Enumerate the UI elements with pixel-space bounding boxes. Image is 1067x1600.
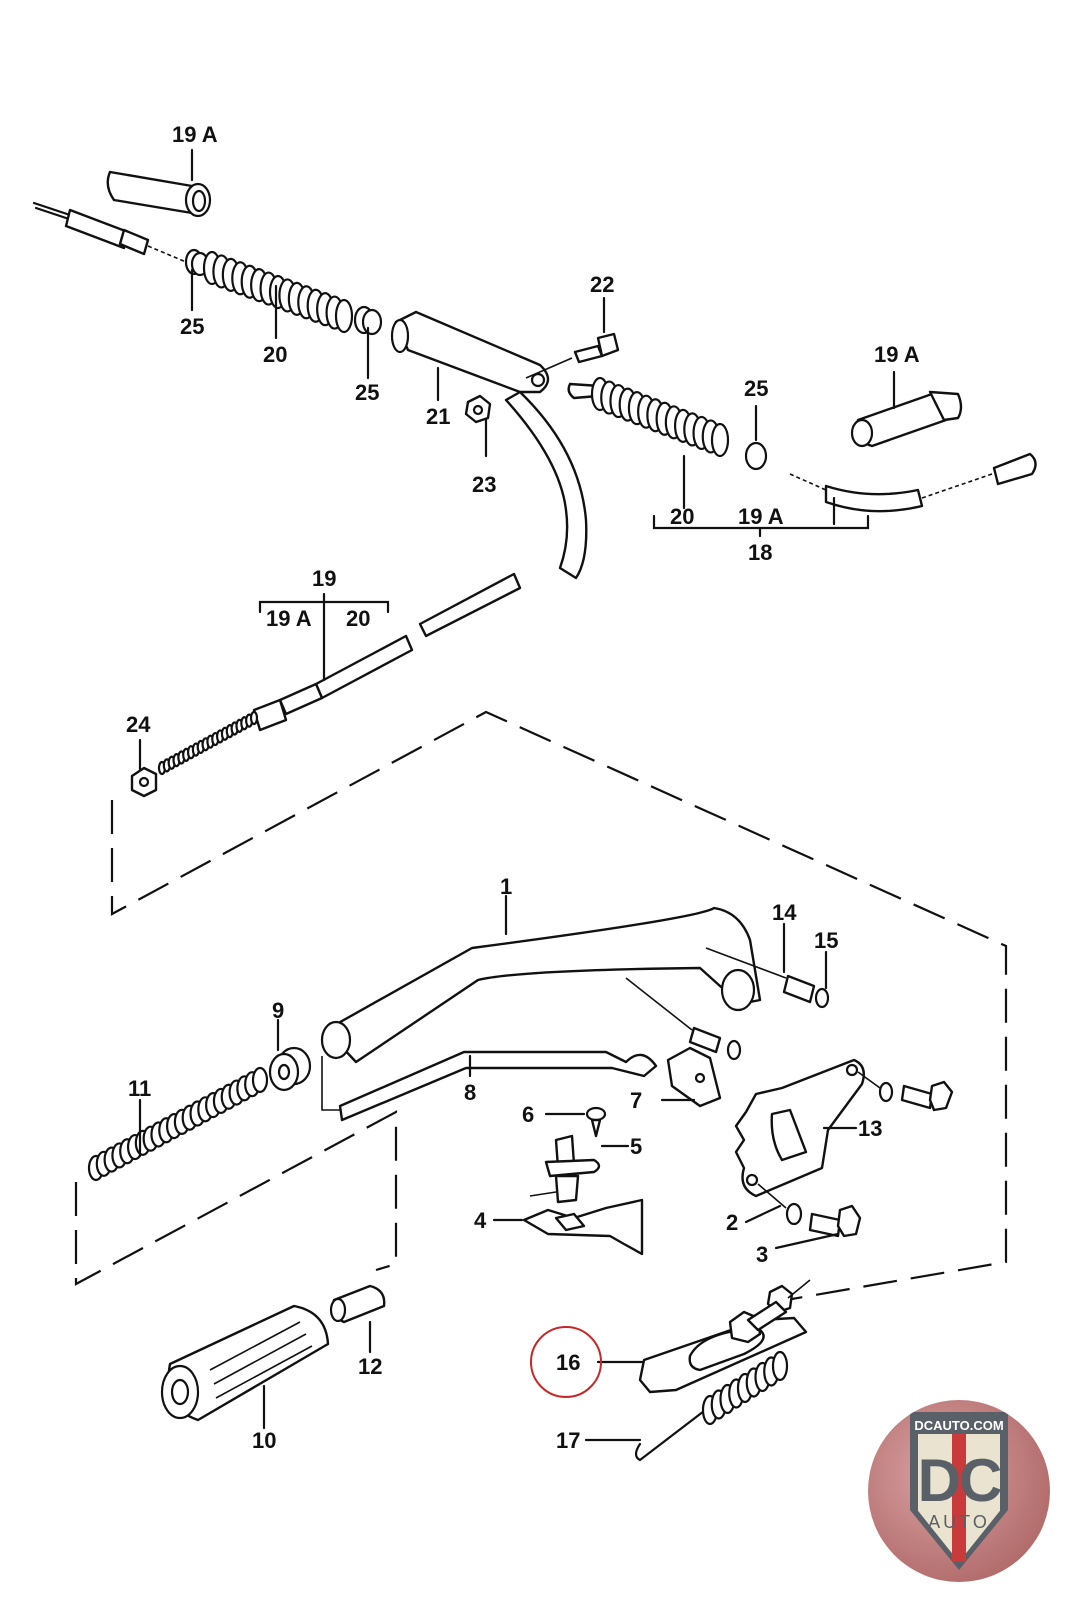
part-22-bolt <box>525 332 620 379</box>
part-15-circlips <box>726 987 830 1061</box>
label-21: 21 <box>426 404 450 429</box>
part-25-clip-mid <box>353 305 383 336</box>
spring-coil <box>334 298 354 334</box>
part-8-release-rod <box>338 1050 658 1122</box>
cable-left-assembly <box>32 170 620 700</box>
label-25: 25 <box>180 314 204 339</box>
part-11-spring <box>87 1066 269 1182</box>
label-19a: 19 A <box>738 504 784 529</box>
logo-stripe <box>952 1434 966 1562</box>
part-10-handle-grip <box>160 1304 330 1422</box>
label-13: 13 <box>858 1116 882 1141</box>
leader-lever-rod <box>321 1056 340 1111</box>
logo-mark: DC <box>917 1447 1003 1514</box>
part-19a-sleeve-left <box>106 170 212 218</box>
part-20-spring-right <box>590 376 730 458</box>
label-3: 3 <box>756 1242 768 1267</box>
label-4: 4 <box>474 1208 487 1233</box>
label-16: 16 <box>556 1350 580 1375</box>
part-9-bushing <box>268 1046 312 1092</box>
label-6: 6 <box>522 1102 534 1127</box>
label-24: 24 <box>126 712 151 737</box>
spring-coil <box>251 1066 269 1094</box>
label-20: 20 <box>670 504 694 529</box>
part-labels: 19 A 25 20 25 21 23 22 19 A 25 20 19 A 1… <box>126 122 920 1453</box>
part-17-return-spring <box>634 1350 789 1462</box>
label-23: 23 <box>472 472 496 497</box>
label-19a: 19 A <box>172 122 218 147</box>
cable-right-assembly <box>567 376 1037 513</box>
label-19a: 19 A <box>266 606 312 631</box>
label-12: 12 <box>358 1354 382 1379</box>
part-6-screw <box>585 1106 607 1138</box>
part-16-adjuster-plate <box>638 1279 811 1394</box>
highlight-circle-part-16 <box>530 1326 602 1398</box>
part-25-clip-left <box>184 248 210 277</box>
label-9: 9 <box>272 998 284 1023</box>
part-4-bracket <box>522 1198 644 1256</box>
label-5: 5 <box>630 1134 642 1159</box>
logo-word: AUTO <box>928 1512 990 1532</box>
label-14: 14 <box>772 900 797 925</box>
leader-lines <box>138 148 896 1442</box>
part-14-pins <box>625 947 816 1054</box>
threaded-rod <box>157 710 259 776</box>
part-20-spring-left <box>202 250 354 334</box>
spring-coil <box>249 710 259 726</box>
part-24-nut <box>130 766 158 798</box>
label-18: 18 <box>748 540 772 565</box>
spring-coil <box>771 1350 789 1382</box>
part-21-equalizer <box>390 310 550 394</box>
label-17: 17 <box>556 1428 580 1453</box>
label-7: 7 <box>630 1088 642 1113</box>
bolt-upper-13 <box>857 1071 954 1112</box>
part-2-washer <box>785 1202 803 1226</box>
part-25-clip-right <box>744 441 768 471</box>
label-19a: 19 A <box>874 342 920 367</box>
spring-coil <box>710 422 730 458</box>
part-5-switch <box>529 1134 601 1204</box>
dcauto-logo: DCAUTO.COM DC AUTO <box>868 1400 1050 1582</box>
part-13-ratchet-segment <box>734 1058 865 1198</box>
label-22: 22 <box>590 272 614 297</box>
part-3-bolt <box>757 1183 862 1238</box>
label-25: 25 <box>744 376 768 401</box>
group-outline-lever <box>110 710 1008 1302</box>
cable-end-assembly <box>130 682 324 798</box>
part-23-nut <box>464 394 492 424</box>
logo-site-text: DCAUTO.COM <box>914 1418 1004 1433</box>
label-25: 25 <box>355 380 379 405</box>
part-12-grip-insert <box>329 1284 386 1324</box>
part-19a-sleeve-right <box>850 390 963 448</box>
label-20: 20 <box>263 342 287 367</box>
group-outline-grip <box>74 1110 398 1286</box>
part-1-handbrake-lever <box>320 906 762 1064</box>
label-15: 15 <box>814 928 838 953</box>
label-20: 20 <box>346 606 370 631</box>
label-10: 10 <box>252 1428 276 1453</box>
label-19: 19 <box>312 566 336 591</box>
label-2: 2 <box>726 1210 738 1235</box>
label-11: 11 <box>128 1076 151 1101</box>
label-1: 1 <box>500 874 512 899</box>
part-7-pawl <box>666 1046 722 1108</box>
label-8: 8 <box>464 1080 476 1105</box>
